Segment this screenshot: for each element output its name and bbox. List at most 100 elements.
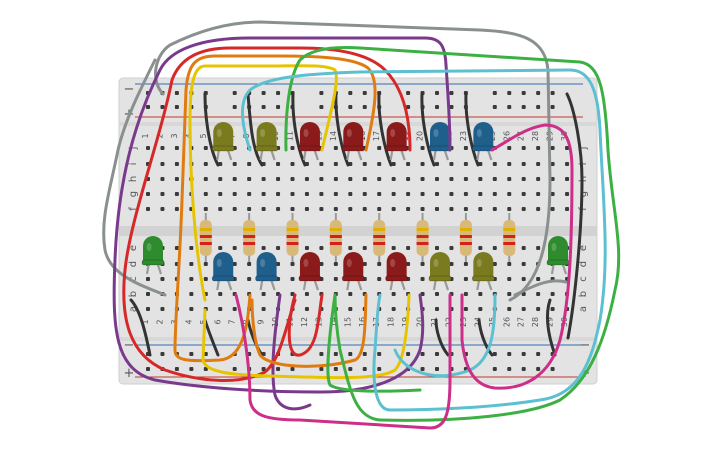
terminal-hole[interactable] <box>492 177 497 181</box>
jumper-wire-black[interactable] <box>246 92 264 167</box>
terminal-hole[interactable] <box>565 177 570 181</box>
terminal-hole[interactable] <box>536 277 541 281</box>
led-bottom-blue[interactable] <box>211 252 235 291</box>
terminal-hole[interactable] <box>521 146 526 150</box>
terminal-hole[interactable] <box>536 246 541 250</box>
terminal-hole[interactable] <box>333 262 338 266</box>
terminal-hole[interactable] <box>536 177 541 181</box>
resistor[interactable] <box>416 213 429 262</box>
terminal-hole[interactable] <box>348 192 353 196</box>
terminal-hole[interactable] <box>146 292 150 296</box>
terminal-hole[interactable] <box>276 246 281 250</box>
terminal-hole[interactable] <box>507 162 512 166</box>
terminal-hole[interactable] <box>406 262 411 266</box>
terminal-hole[interactable] <box>348 177 353 181</box>
terminal-hole[interactable] <box>435 292 439 296</box>
terminal-hole[interactable] <box>232 262 237 266</box>
terminal-hole[interactable] <box>319 207 324 211</box>
terminal-hole[interactable] <box>261 192 266 196</box>
terminal-hole[interactable] <box>406 192 411 196</box>
terminal-hole[interactable] <box>536 162 541 166</box>
terminal-hole[interactable] <box>247 162 252 166</box>
terminal-hole[interactable] <box>319 262 324 266</box>
terminal-hole[interactable] <box>406 162 411 166</box>
terminal-hole[interactable] <box>492 207 497 211</box>
jumper-wire-magenta[interactable] <box>460 123 574 390</box>
terminal-hole[interactable] <box>463 262 468 266</box>
terminal-hole[interactable] <box>290 207 295 211</box>
jumper-wire-black[interactable] <box>129 298 152 357</box>
terminal-hole[interactable] <box>333 162 338 166</box>
terminal-hole[interactable] <box>377 207 382 211</box>
terminal-hole[interactable] <box>507 177 512 181</box>
terminal-hole[interactable] <box>362 192 367 196</box>
terminal-hole[interactable] <box>174 146 179 150</box>
led-top-red[interactable] <box>385 122 409 161</box>
terminal-hole[interactable] <box>391 292 396 296</box>
terminal-hole[interactable] <box>247 277 252 281</box>
terminal-hole[interactable] <box>160 207 165 211</box>
terminal-hole[interactable] <box>218 207 223 211</box>
terminal-hole[interactable] <box>146 192 150 196</box>
terminal-hole[interactable] <box>232 162 237 166</box>
jumper-wire-black[interactable] <box>546 298 557 357</box>
terminal-hole[interactable] <box>377 262 382 266</box>
terminal-hole[interactable] <box>304 207 309 211</box>
jumper-wire-black[interactable] <box>464 92 480 167</box>
terminal-hole[interactable] <box>203 207 208 211</box>
jumper-wire-cyan[interactable] <box>241 68 607 412</box>
terminal-hole[interactable] <box>478 177 483 181</box>
terminal-hole[interactable] <box>290 162 295 166</box>
terminal-hole[interactable] <box>333 177 338 181</box>
jumper-wire-yellow[interactable] <box>188 64 338 302</box>
terminal-hole[interactable] <box>521 292 526 296</box>
terminal-hole[interactable] <box>203 192 208 196</box>
terminal-hole[interactable] <box>189 262 194 266</box>
terminal-hole[interactable] <box>420 177 425 181</box>
terminal-hole[interactable] <box>565 162 570 166</box>
led-top-red[interactable] <box>341 122 365 161</box>
terminal-hole[interactable] <box>362 246 367 250</box>
terminal-hole[interactable] <box>261 292 266 296</box>
terminal-hole[interactable] <box>333 277 338 281</box>
terminal-hole[interactable] <box>507 292 512 296</box>
terminal-hole[interactable] <box>391 246 396 250</box>
terminal-hole[interactable] <box>565 192 570 196</box>
terminal-hole[interactable] <box>435 307 439 311</box>
terminal-hole[interactable] <box>463 207 468 211</box>
terminal-hole[interactable] <box>232 192 237 196</box>
terminal-hole[interactable] <box>377 177 382 181</box>
terminal-hole[interactable] <box>463 177 468 181</box>
led-top-olive[interactable] <box>211 122 235 161</box>
terminal-hole[interactable] <box>232 207 237 211</box>
terminal-hole[interactable] <box>362 177 367 181</box>
resistor[interactable] <box>503 213 516 262</box>
terminal-hole[interactable] <box>304 292 309 296</box>
resistor[interactable] <box>286 213 299 262</box>
terminal-hole[interactable] <box>348 307 353 311</box>
terminal-hole[interactable] <box>319 162 324 166</box>
terminal-hole[interactable] <box>261 177 266 181</box>
terminal-hole[interactable] <box>333 192 338 196</box>
terminal-hole[interactable] <box>174 192 179 196</box>
terminal-hole[interactable] <box>420 192 425 196</box>
led-top-olive[interactable] <box>255 122 279 161</box>
terminal-hole[interactable] <box>463 307 468 311</box>
jumper-wire-orange[interactable] <box>173 54 377 363</box>
resistor[interactable] <box>373 213 386 262</box>
terminal-hole[interactable] <box>146 307 150 311</box>
terminal-hole[interactable] <box>565 207 570 211</box>
terminal-hole[interactable] <box>247 207 252 211</box>
led-bottom-olive[interactable] <box>471 252 495 291</box>
terminal-hole[interactable] <box>463 146 468 150</box>
terminal-hole[interactable] <box>391 307 396 311</box>
terminal-hole[interactable] <box>218 192 223 196</box>
terminal-hole[interactable] <box>536 192 541 196</box>
terminal-hole[interactable] <box>435 207 439 211</box>
jumper-wire-green[interactable] <box>284 46 621 422</box>
terminal-hole[interactable] <box>377 277 382 281</box>
terminal-hole[interactable] <box>420 207 425 211</box>
terminal-hole[interactable] <box>146 207 150 211</box>
terminal-hole[interactable] <box>174 177 179 181</box>
led-bottom-red[interactable] <box>385 252 409 291</box>
